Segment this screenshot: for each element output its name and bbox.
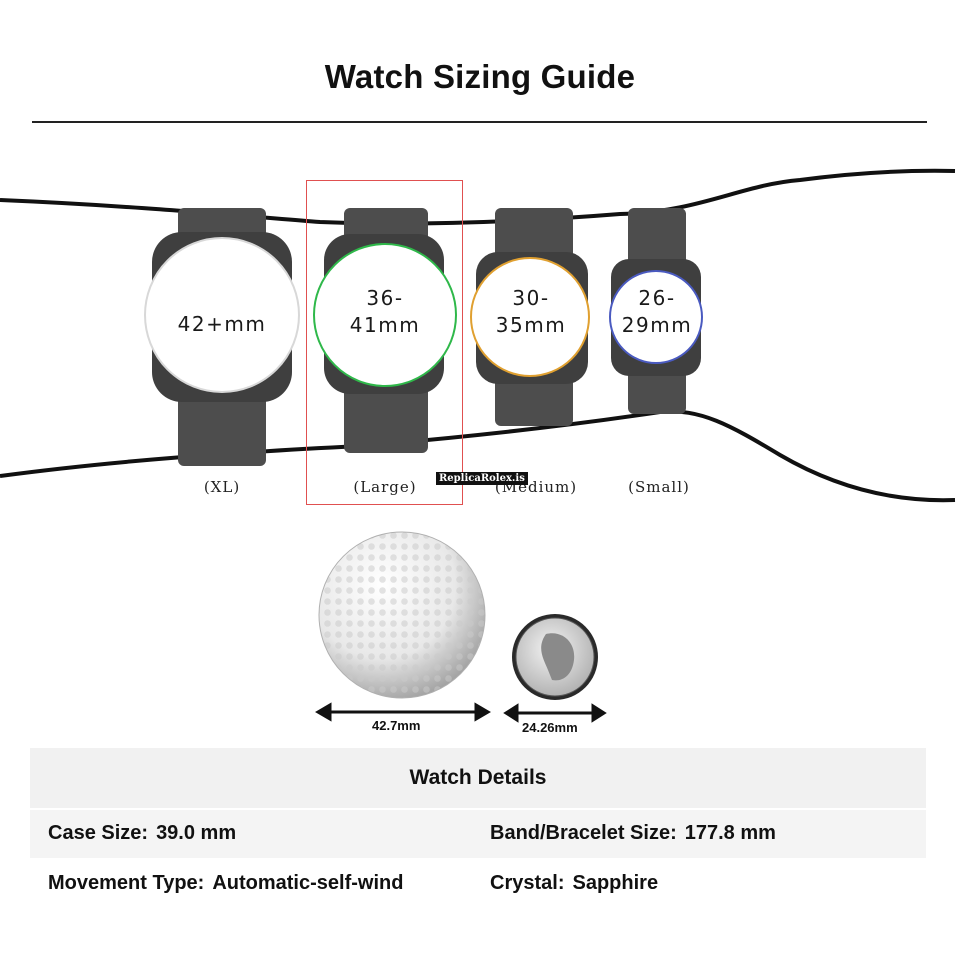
movement-type-value: Automatic-self-wind <box>212 872 404 894</box>
watch-xl <box>144 208 300 466</box>
movement-type-label: Movement Type: <box>48 872 205 894</box>
arm-outline-top <box>0 168 956 226</box>
size-text-medium-1: 30- <box>512 286 549 310</box>
size-comparison <box>315 531 607 723</box>
quarter-arrow <box>503 703 607 723</box>
title-divider <box>32 121 927 123</box>
details-row: Case Size: 39.0 mm Band/Bracelet Size: 177… <box>30 810 926 858</box>
arm-outline-bottom <box>0 409 956 503</box>
band-size-cell: Band/Bracelet Size: 177.8 mm <box>490 822 776 845</box>
case-size-cell: Case Size: 39.0 mm <box>48 822 236 845</box>
size-text-xl: 42+mm <box>178 312 267 336</box>
watch-small <box>609 208 703 414</box>
size-text-small-2: 29mm <box>622 313 692 337</box>
crystal-value: Sapphire <box>572 872 659 894</box>
crystal-label: Crystal: <box>490 872 565 894</box>
case-size-value: 39.0 mm <box>156 822 237 844</box>
watch-large <box>313 208 457 453</box>
size-text-large-1: 36- <box>366 286 403 310</box>
quarter-measure: 24.26mm <box>522 720 578 735</box>
quarter-coin <box>512 614 598 700</box>
size-text-large-2: 41mm <box>350 313 420 337</box>
band-size-label: Band/Bracelet Size: <box>490 822 677 844</box>
watch-medium <box>470 208 590 426</box>
movement-type-cell: Movement Type: Automatic-self-wind <box>48 872 403 895</box>
watermark: ReplicaRolex.is <box>436 472 528 485</box>
size-text-small-1: 26- <box>638 286 675 310</box>
crystal-cell: Crystal: Sapphire <box>490 872 658 895</box>
case-size-label: Case Size: <box>48 822 149 844</box>
golf-ball-measure: 42.7mm <box>372 718 421 733</box>
details-title: Watch Details <box>409 766 547 789</box>
size-label-large: (Large) <box>353 478 417 496</box>
page-title: Watch Sizing Guide <box>324 58 636 95</box>
golf-ball <box>318 531 486 699</box>
details-header: Watch Details <box>30 748 926 808</box>
details-row: Movement Type: Automatic-self-wind Crysta… <box>30 860 926 908</box>
wrist-illustration: 42+mm 36- 41mm 30- 35mm 26- 29mm <box>0 168 956 503</box>
size-label-xl: (XL) <box>203 478 241 496</box>
golf-ball-arrow <box>315 702 491 722</box>
size-label-small: (Small) <box>628 478 690 496</box>
recommended-size-highlight <box>306 180 463 505</box>
size-text-medium-2: 35mm <box>496 313 566 337</box>
band-size-value: 177.8 mm <box>684 822 776 844</box>
